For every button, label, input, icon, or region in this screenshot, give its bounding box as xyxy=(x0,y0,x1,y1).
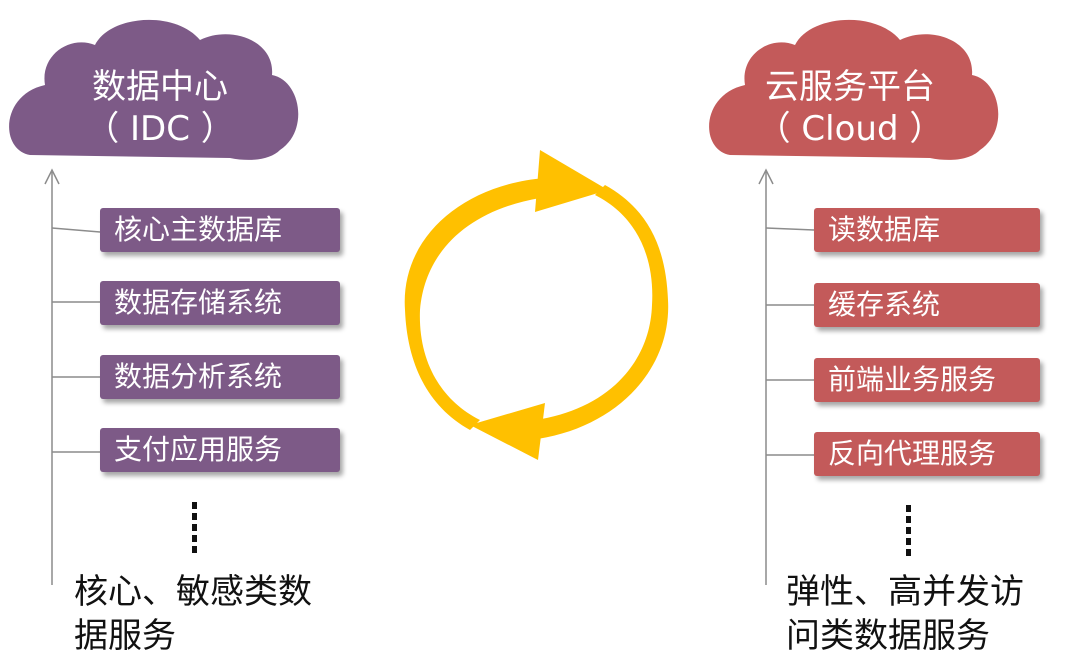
right-axis xyxy=(758,168,815,585)
left-item-core-db: 核心主数据库 xyxy=(100,208,340,252)
left-item-payment: 支付应用服务 xyxy=(100,428,340,472)
left-ellipsis xyxy=(192,502,198,557)
left-cloud-title: 数据中心 （ IDC ） xyxy=(40,66,280,150)
right-footer-text: 弹性、高并发访 问类数据服务 xyxy=(786,572,1024,656)
right-ellipsis xyxy=(906,505,912,560)
right-item-cache: 缓存系统 xyxy=(814,283,1040,327)
right-cloud-title: 云服务平台 （ Cloud ） xyxy=(730,66,970,150)
left-item-storage: 数据存储系统 xyxy=(100,281,340,325)
right-title-main: 云服务平台 xyxy=(765,67,935,107)
right-item-reverse-proxy: 反向代理服务 xyxy=(814,432,1040,476)
right-item-frontend: 前端业务服务 xyxy=(814,358,1040,402)
right-item-read-db: 读数据库 xyxy=(814,208,1040,252)
left-title-main: 数据中心 xyxy=(92,67,228,107)
right-title-sub: （ Cloud ） xyxy=(756,109,944,149)
left-cloud-shape xyxy=(9,19,299,160)
left-footer-text: 核心、敏感类数 据服务 xyxy=(74,572,312,656)
left-item-analytics: 数据分析系统 xyxy=(100,355,340,399)
left-title-sub: （ IDC ） xyxy=(85,109,235,149)
cycle-arrows-icon xyxy=(404,150,669,460)
left-axis xyxy=(44,168,101,585)
right-cloud-shape xyxy=(709,19,999,160)
